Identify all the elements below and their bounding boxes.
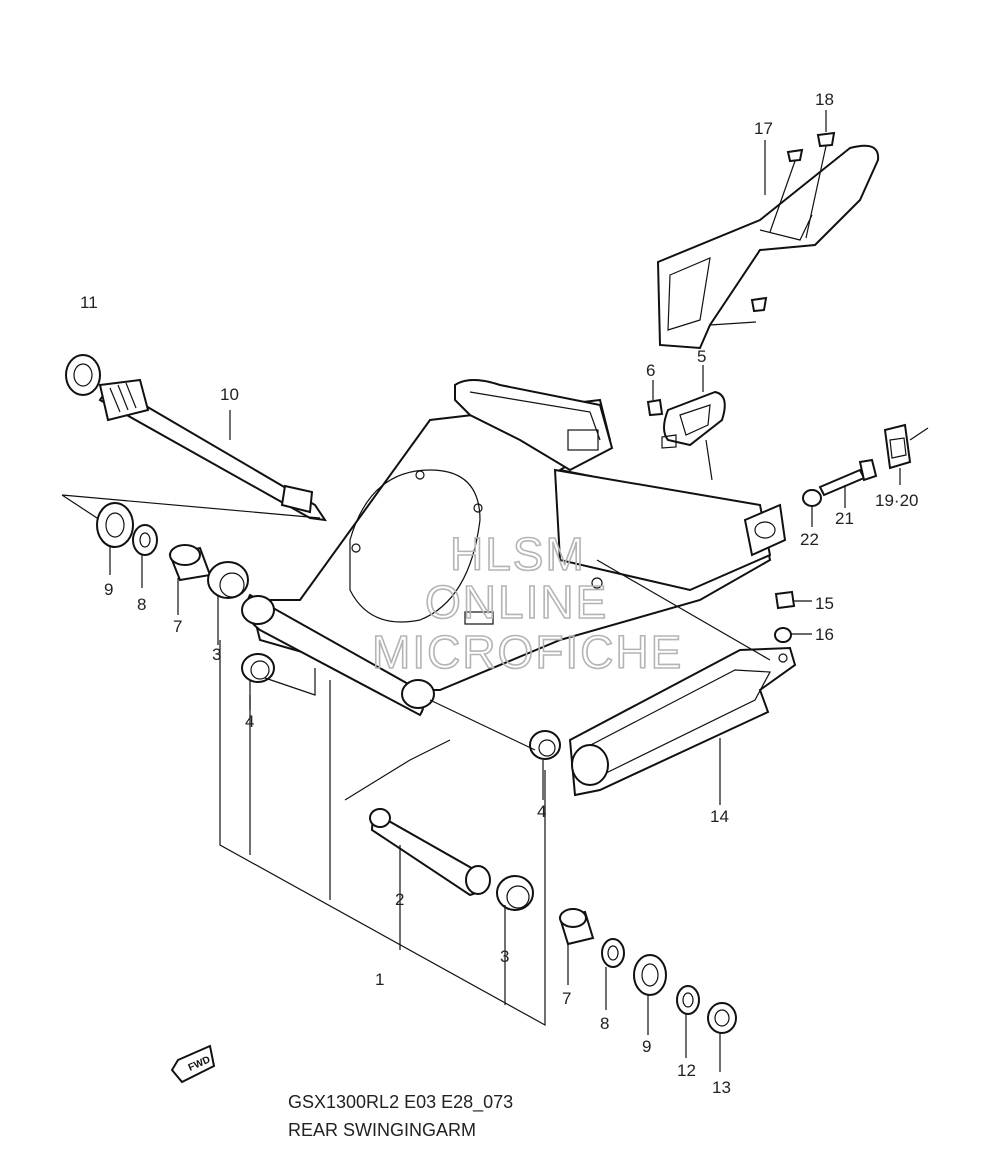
- part-label-10: 10: [220, 385, 239, 404]
- part-label-4-left: 4: [245, 712, 254, 731]
- part-label-6: 6: [646, 361, 655, 380]
- nut-16: [774, 627, 792, 643]
- part-label-4-right: 4: [537, 802, 546, 821]
- caption: GSX1300RL2 E03 E28_073 REAR SWINGINGARM: [288, 1092, 513, 1140]
- part-label-1: 1: [375, 970, 384, 989]
- bracket-5: [661, 390, 726, 481]
- collar-2: [369, 808, 491, 897]
- chain-cover-17: [656, 131, 880, 350]
- part-label-14: 14: [710, 807, 729, 826]
- chain-buffer-14: [568, 646, 797, 797]
- part-label-22: 22: [800, 530, 819, 549]
- part-label-18: 18: [815, 90, 834, 109]
- watermark-line-1: HLSM: [450, 528, 586, 580]
- oil-seal-9-left: [96, 502, 134, 548]
- leader-lines: [109, 110, 929, 1072]
- bearing-3-right: [496, 875, 534, 911]
- bearing-4-left: [241, 653, 275, 683]
- part-label-9-right: 9: [642, 1037, 651, 1056]
- part-label-3-right: 3: [500, 947, 509, 966]
- screw-18: [805, 131, 836, 239]
- part-label-17: 17: [754, 119, 773, 138]
- watermark: HLSM ONLINE MICROFICHE: [371, 527, 683, 679]
- pivot-shaft-10: [98, 378, 328, 522]
- diagram-title: REAR SWINGINGARM: [288, 1120, 476, 1140]
- swingarm-body: [241, 379, 787, 717]
- part-label-5: 5: [697, 347, 706, 366]
- part-label-8-left: 8: [137, 595, 146, 614]
- part-label-2: 2: [395, 890, 404, 909]
- part-label-15: 15: [815, 594, 834, 613]
- screw-15: [774, 590, 796, 610]
- part-label-7-right: 7: [562, 989, 571, 1008]
- part-label-7-left: 7: [173, 617, 182, 636]
- model-code: GSX1300RL2 E03 E28_073: [288, 1092, 513, 1113]
- part-label-3-left: 3: [212, 645, 221, 664]
- lock-nut-22: [802, 489, 822, 507]
- washer-8-left: [132, 524, 158, 556]
- part-labels: 1 2 3 3 4 4 5 6 7 7 8 8 9 9 10 11 12 13 …: [80, 90, 918, 1097]
- nut-13: [707, 1002, 737, 1034]
- pivot-nut-11: [65, 354, 101, 396]
- watermark-line-3: MICROFICHE: [372, 626, 683, 678]
- bearing-3-left: [207, 561, 249, 599]
- chain-adjuster-19-20: [883, 423, 912, 470]
- washer-12: [676, 985, 700, 1015]
- bearing-4-right: [529, 730, 561, 760]
- oil-seal-9-right: [633, 954, 667, 996]
- part-label-21: 21: [835, 509, 854, 528]
- part-label-13: 13: [712, 1078, 731, 1097]
- watermark-line-2: ONLINE: [425, 576, 608, 628]
- bolt-6: [646, 398, 664, 417]
- part-label-8-right: 8: [600, 1014, 609, 1033]
- spacer-7-right: [558, 908, 595, 946]
- part-label-19-20: 19·20: [875, 491, 918, 510]
- part-label-11: 11: [80, 293, 98, 312]
- washer-8-right: [601, 938, 625, 968]
- forward-arrow-icon: [170, 1044, 216, 1084]
- part-label-16: 16: [815, 625, 834, 644]
- adjuster-bolt-21: [818, 458, 878, 497]
- spacer-7-left: [168, 544, 212, 582]
- part-label-9-left: 9: [104, 580, 113, 599]
- part-label-12: 12: [677, 1061, 696, 1080]
- forward-direction-badge: FWD: [170, 1044, 216, 1084]
